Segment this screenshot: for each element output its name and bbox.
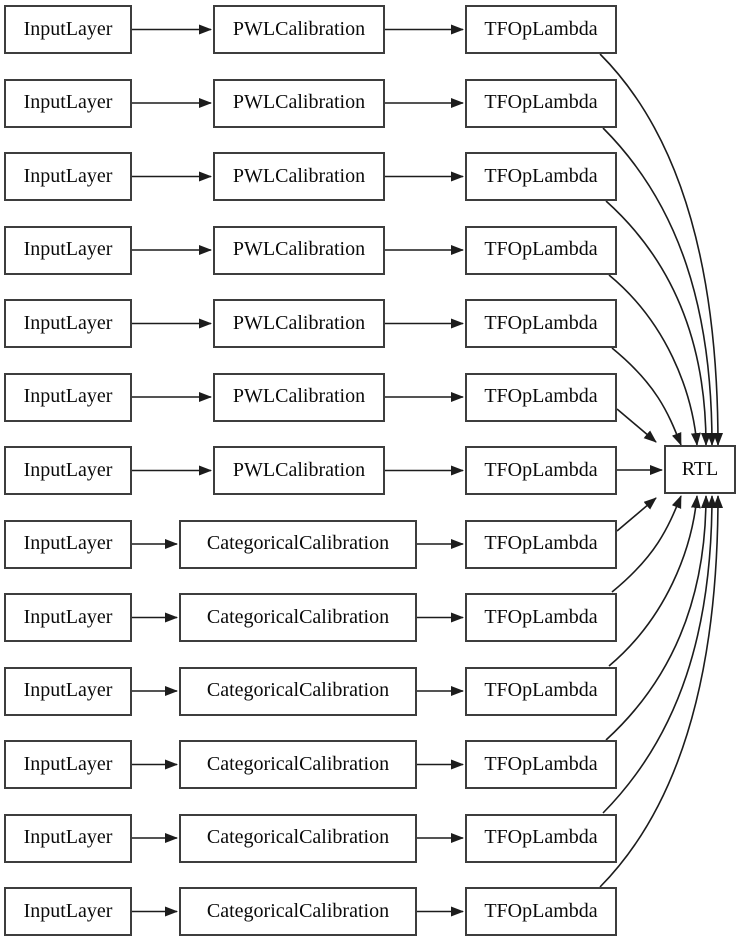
inputlayer-node-label: InputLayer [23, 679, 113, 701]
inputlayer-node: InputLayer [4, 372, 132, 422]
inputlayer-node: InputLayer [4, 593, 132, 642]
tfoplambda-node: TFOpLambda [465, 887, 617, 936]
calibration-node: CategoricalCalibration [179, 813, 417, 863]
inputlayer-node: InputLayer [4, 813, 132, 863]
tfoplambda-node-label: TFOpLambda [484, 605, 598, 628]
calibration-node-label: CategoricalCalibration [206, 752, 390, 775]
inputlayer-node-label: InputLayer [23, 238, 113, 260]
calibration-node-label: PWLCalibration [232, 91, 366, 113]
tfoplambda-node: TFOpLambda [465, 666, 617, 716]
inputlayer-node-label: InputLayer [23, 311, 113, 334]
calibration-node: PWLCalibration [213, 299, 385, 348]
calibration-node: CategoricalCalibration [179, 593, 417, 642]
inputlayer-node-label: InputLayer [23, 899, 113, 922]
edge-lambda-to-rtl [605, 495, 711, 741]
tfoplambda-node-label: TFOpLambda [484, 752, 598, 775]
tfoplambda-node-label: TFOpLambda [484, 899, 598, 922]
inputlayer-node: InputLayer [4, 5, 132, 54]
calibration-node: PWLCalibration [213, 5, 385, 54]
inputlayer-node-label: InputLayer [23, 605, 113, 628]
calibration-node: PWLCalibration [213, 152, 385, 201]
calibration-node-label: PWLCalibration [232, 311, 366, 334]
inputlayer-node: InputLayer [4, 225, 132, 275]
edge-lambda-to-rtl [608, 495, 701, 667]
calibration-node-label: PWLCalibration [232, 238, 366, 260]
calibration-node-label: PWLCalibration [232, 458, 366, 481]
inputlayer-node: InputLayer [4, 446, 132, 495]
rtl-node: RTL [664, 445, 736, 494]
calibration-node: PWLCalibration [213, 78, 385, 128]
inputlayer-node-label: InputLayer [23, 752, 113, 775]
calibration-node: CategoricalCalibration [179, 887, 417, 936]
edge-lambda-to-rtl [611, 347, 682, 446]
tfoplambda-node: TFOpLambda [465, 593, 617, 642]
tfoplambda-node: TFOpLambda [465, 813, 617, 863]
tfoplambda-node: TFOpLambda [465, 152, 617, 201]
calibration-node-label: CategoricalCalibration [206, 679, 390, 701]
calibration-node-label: CategoricalCalibration [206, 605, 390, 628]
inputlayer-node: InputLayer [4, 666, 132, 716]
tfoplambda-node-label: TFOpLambda [484, 238, 598, 260]
edge-lambda-to-rtl [602, 127, 717, 446]
edge-lambda-to-rtl [611, 495, 682, 593]
inputlayer-node-label: InputLayer [23, 532, 113, 554]
tfoplambda-node-label: TFOpLambda [484, 164, 598, 187]
tfoplambda-node-label: TFOpLambda [484, 532, 598, 554]
calibration-node: PWLCalibration [213, 372, 385, 422]
calibration-node: CategoricalCalibration [179, 519, 417, 569]
inputlayer-node: InputLayer [4, 519, 132, 569]
tfoplambda-node-label: TFOpLambda [484, 17, 598, 40]
tfoplambda-node: TFOpLambda [465, 372, 617, 422]
calibration-node-label: PWLCalibration [232, 164, 366, 187]
calibration-node-label: PWLCalibration [232, 385, 366, 407]
tfoplambda-node-label: TFOpLambda [484, 385, 598, 407]
calibration-node: PWLCalibration [213, 446, 385, 495]
tfoplambda-node-label: TFOpLambda [484, 91, 598, 113]
edge-lambda-to-rtl [608, 274, 701, 446]
inputlayer-node: InputLayer [4, 299, 132, 348]
tfoplambda-node: TFOpLambda [465, 446, 617, 495]
edge-lambda-to-rtl [616, 497, 657, 532]
inputlayer-node-label: InputLayer [23, 458, 113, 481]
edge-lambda-to-rtl [599, 495, 723, 888]
inputlayer-node-label: InputLayer [23, 91, 113, 113]
tfoplambda-node: TFOpLambda [465, 225, 617, 275]
calibration-node: CategoricalCalibration [179, 740, 417, 789]
tfoplambda-node: TFOpLambda [465, 78, 617, 128]
inputlayer-node-label: InputLayer [23, 164, 113, 187]
calibration-node: CategoricalCalibration [179, 666, 417, 716]
inputlayer-node-label: InputLayer [23, 17, 113, 40]
rtl-node-label: RTL [681, 457, 719, 480]
tfoplambda-node: TFOpLambda [465, 519, 617, 569]
tfoplambda-node: TFOpLambda [465, 299, 617, 348]
calibration-node-label: CategoricalCalibration [206, 532, 390, 554]
inputlayer-node-label: InputLayer [23, 826, 113, 848]
edge-lambda-to-rtl [616, 408, 657, 443]
tfoplambda-node-label: TFOpLambda [484, 311, 598, 334]
edge-lambda-to-rtl [602, 495, 717, 814]
tfoplambda-node: TFOpLambda [465, 5, 617, 54]
inputlayer-node: InputLayer [4, 152, 132, 201]
inputlayer-node: InputLayer [4, 740, 132, 789]
tfoplambda-node: TFOpLambda [465, 740, 617, 789]
tfoplambda-node-label: TFOpLambda [484, 458, 598, 481]
calibration-node-label: CategoricalCalibration [206, 826, 390, 848]
tfoplambda-node-label: TFOpLambda [484, 679, 598, 701]
edge-lambda-to-rtl [599, 53, 723, 446]
inputlayer-node-label: InputLayer [23, 385, 113, 407]
inputlayer-node: InputLayer [4, 78, 132, 128]
inputlayer-node: InputLayer [4, 887, 132, 936]
tfoplambda-node-label: TFOpLambda [484, 826, 598, 848]
calibration-node: PWLCalibration [213, 225, 385, 275]
calibration-node-label: PWLCalibration [232, 17, 366, 40]
edge-lambda-to-rtl [605, 200, 711, 446]
calibration-node-label: CategoricalCalibration [206, 899, 390, 922]
